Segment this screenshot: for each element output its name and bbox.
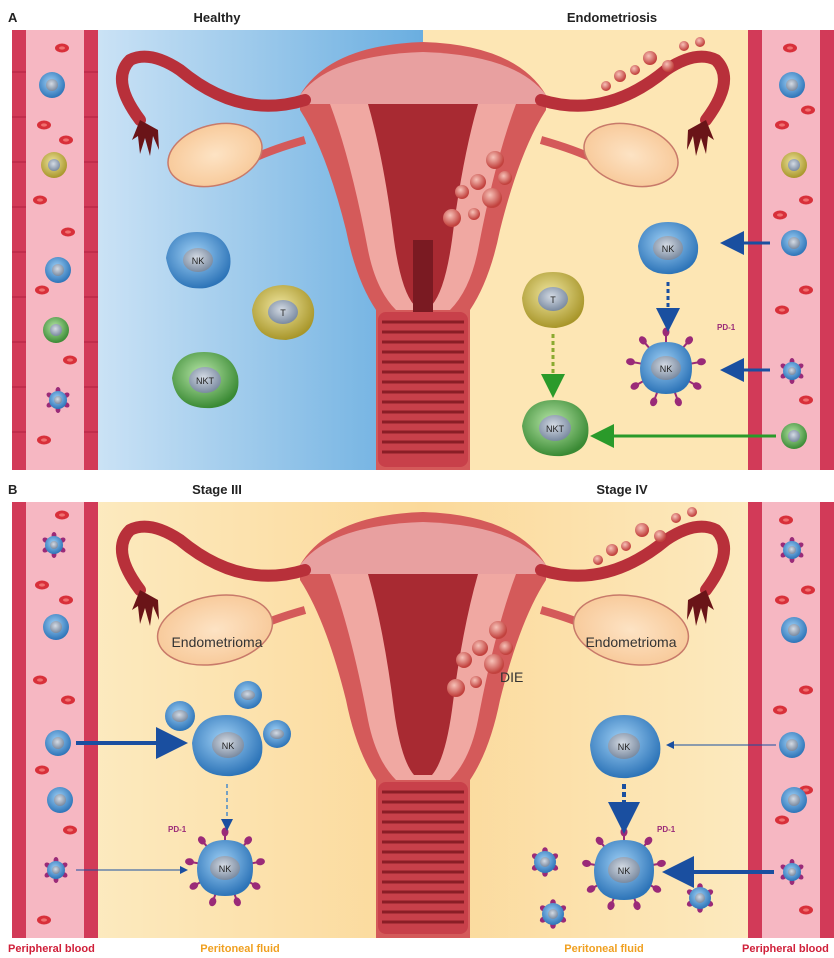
nk-cell-stage4: NK — [590, 715, 660, 778]
nk-label: NK — [618, 866, 631, 876]
pd1-label: PD-1 — [657, 825, 676, 834]
t-cell-endometriosis: T — [522, 272, 584, 328]
blood-vessel-left-b — [12, 502, 98, 938]
stage4-title: Stage IV — [596, 482, 648, 497]
nkt-label: NKT — [196, 376, 215, 386]
panel-b: Endometrioma Endometrioma DIE NK NK PD-1 — [8, 482, 834, 938]
nk-label: NK — [660, 364, 673, 374]
nk-cell-endometriosis: NK — [638, 222, 698, 274]
panel-a-letter: A — [8, 10, 18, 25]
t-cell-healthy: T — [252, 285, 314, 340]
healthy-title: Healthy — [194, 10, 242, 25]
endometriosis-title: Endometriosis — [567, 10, 657, 25]
peripheral-blood-label-left: Peripheral blood — [8, 943, 95, 955]
endometrioma-label-left: Endometrioma — [171, 634, 262, 650]
peritoneal-fluid-label-left: Peritoneal fluid — [200, 943, 279, 955]
nk-cell-stage3: NK — [192, 715, 262, 776]
nk-label: NK — [219, 864, 232, 874]
stage3-title: Stage III — [192, 482, 242, 497]
blood-vessel-right-a — [748, 30, 834, 470]
nkt-label: NKT — [546, 424, 565, 434]
nkt-cell-endometriosis: NKT — [522, 400, 588, 456]
die-label: DIE — [500, 669, 523, 685]
t-label: T — [280, 308, 286, 318]
peripheral-blood-label-right: Peripheral blood — [742, 943, 829, 955]
nk-label: NK — [192, 256, 205, 266]
blood-vessel-left-a — [12, 30, 98, 470]
nk-label: NK — [662, 244, 675, 254]
t-label: T — [550, 295, 556, 305]
nkt-cell-healthy: NKT — [172, 352, 238, 408]
peritoneal-fluid-label-right: Peritoneal fluid — [564, 943, 643, 955]
pd1-label: PD-1 — [168, 825, 187, 834]
panel-b-letter: B — [8, 482, 17, 497]
nk-label: NK — [222, 741, 235, 751]
pd1-label: PD-1 — [717, 323, 736, 332]
endometrioma-label-right: Endometrioma — [585, 634, 676, 650]
nk-label: NK — [618, 742, 631, 752]
panel-a: NK T NKT T NKT NK — [8, 10, 834, 470]
